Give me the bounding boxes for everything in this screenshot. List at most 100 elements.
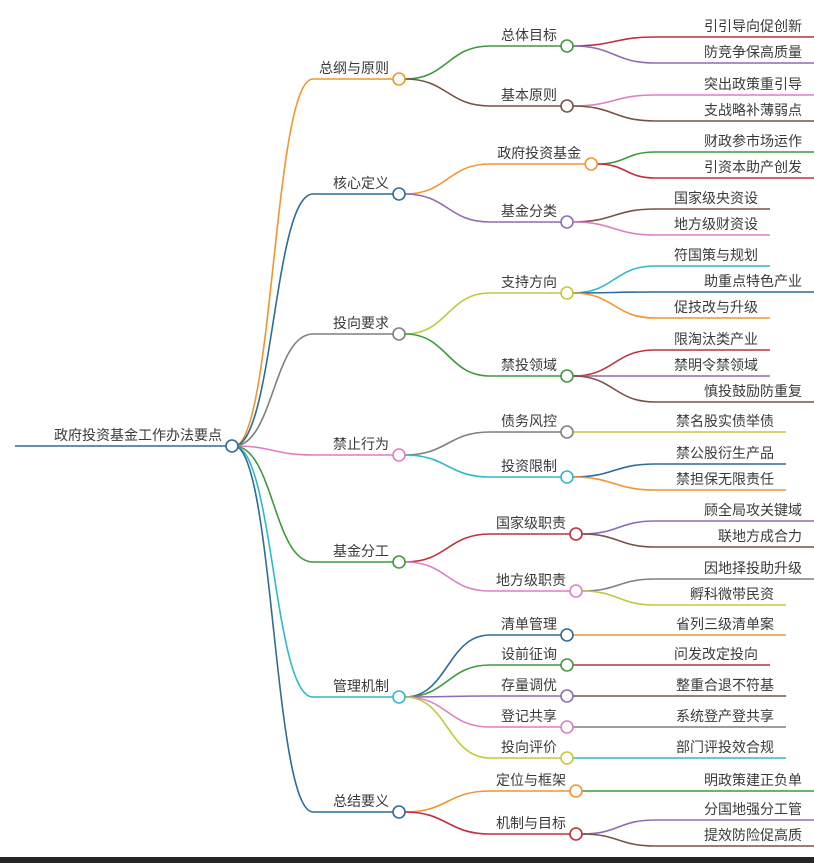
leaf-node[interactable]: 顾全局攻关键域 — [704, 502, 802, 519]
topic-toggle-circle[interactable] — [560, 369, 574, 383]
root-toggle-circle[interactable] — [225, 439, 239, 453]
topic-node[interactable]: 投资限制 — [501, 459, 574, 484]
topic-link — [404, 533, 491, 563]
topic-node[interactable]: 支持方向 — [501, 275, 574, 300]
topic-toggle-circle[interactable] — [560, 99, 574, 113]
leaf-node[interactable]: 因地择投助升级 — [704, 561, 802, 577]
leaf-node[interactable]: 提效防险促高质 — [704, 827, 802, 844]
leaf-link — [597, 163, 656, 179]
branch-toggle-circle[interactable] — [392, 555, 406, 569]
topic-toggle-circle[interactable] — [560, 286, 574, 300]
topic-toggle-circle[interactable] — [560, 39, 574, 53]
leaf-node[interactable]: 明政策建正负单 — [704, 772, 802, 789]
leaf-node[interactable]: 助重点特色产业 — [704, 273, 802, 290]
leaf-node[interactable]: 整重合退不符基 — [676, 677, 774, 694]
leaf-link — [572, 36, 656, 47]
topic-label: 基本原则 — [501, 87, 557, 104]
topic-toggle-circle[interactable] — [560, 751, 574, 765]
topic-node[interactable]: 定位与框架 — [496, 773, 583, 798]
topic-node[interactable]: 基金分类 — [501, 203, 574, 229]
topic-toggle-circle[interactable] — [560, 720, 574, 734]
topic-link — [404, 696, 491, 728]
topic-node[interactable]: 禁投领域 — [501, 358, 574, 383]
branch-node[interactable]: 禁止行为 — [333, 437, 406, 462]
topic-node[interactable]: 基本原则 — [501, 87, 574, 113]
leaf-node[interactable]: 突出政策重引导 — [704, 76, 802, 93]
topic-toggle-circle[interactable] — [560, 628, 574, 642]
leaf-link — [572, 476, 656, 491]
branch-node[interactable]: 管理机制 — [333, 679, 406, 704]
topic-toggle-circle[interactable] — [560, 425, 574, 439]
topic-node[interactable]: 债务风控 — [501, 414, 574, 439]
topic-toggle-circle[interactable] — [569, 784, 583, 798]
topic-node[interactable]: 存量调优 — [501, 678, 574, 703]
leaf-link — [581, 833, 656, 847]
branch-toggle-circle[interactable] — [392, 72, 406, 86]
branch-label: 核心定义 — [333, 176, 389, 192]
branch-node[interactable]: 核心定义 — [333, 176, 406, 201]
leaf-label: 联地方成合力 — [718, 529, 802, 545]
topic-toggle-circle[interactable] — [569, 527, 583, 541]
topic-node[interactable]: 总体目标 — [501, 28, 574, 53]
leaf-node[interactable]: 问发改定投向 — [674, 647, 758, 663]
topic-toggle-circle[interactable] — [569, 584, 583, 598]
leaf-node[interactable]: 符国策与规划 — [674, 247, 758, 264]
leaf-node[interactable]: 孵科微带民资 — [690, 587, 774, 603]
leaf-label: 国家级央资设 — [674, 190, 758, 207]
leaf-node[interactable]: 省列三级清单案 — [676, 616, 774, 633]
topic-label: 债务风控 — [501, 414, 557, 430]
topic-label: 定位与框架 — [496, 773, 566, 789]
leaf-node[interactable]: 引引导向促创新 — [704, 19, 802, 35]
leaf-node[interactable]: 限淘汰类产业 — [674, 332, 758, 348]
leaf-node[interactable]: 防竞争保高质量 — [704, 44, 802, 61]
branch-toggle-circle[interactable] — [392, 187, 406, 201]
topic-toggle-circle[interactable] — [560, 215, 574, 229]
branch-node[interactable]: 总结要义 — [333, 794, 406, 819]
leaf-node[interactable]: 联地方成合力 — [718, 529, 802, 545]
topic-node[interactable]: 国家级职责 — [496, 515, 583, 541]
leaf-node[interactable]: 支战略补薄弱点 — [704, 103, 802, 119]
topic-label: 禁投领域 — [501, 358, 557, 374]
topic-toggle-circle[interactable] — [584, 157, 599, 171]
topic-node[interactable]: 机制与目标 — [496, 816, 583, 841]
leaf-link — [572, 463, 656, 478]
branch-toggle-circle[interactable] — [392, 327, 406, 341]
leaf-node[interactable]: 国家级央资设 — [674, 190, 758, 207]
leaf-node[interactable]: 系统登产登共享 — [676, 708, 774, 725]
topic-link — [404, 431, 491, 456]
leaf-label: 突出政策重引导 — [704, 76, 802, 93]
leaf-label: 引引导向促创新 — [704, 19, 802, 35]
topic-node[interactable]: 政府投资基金 — [497, 145, 599, 171]
leaf-node[interactable]: 慎投鼓励防重复 — [704, 383, 802, 400]
branch-toggle-circle[interactable] — [392, 805, 406, 819]
branch-node[interactable]: 基金分工 — [333, 543, 406, 569]
leaf-label: 整重合退不符基 — [676, 677, 774, 694]
leaf-node[interactable]: 禁明令禁领域 — [674, 358, 758, 374]
leaf-node[interactable]: 财政参市场运作 — [704, 133, 802, 150]
topic-node[interactable]: 地方级职责 — [496, 573, 583, 598]
topic-link — [404, 78, 491, 107]
topic-node[interactable]: 登记共享 — [501, 708, 574, 734]
leaf-node[interactable]: 部门评投效合规 — [676, 740, 774, 756]
topic-toggle-circle[interactable] — [560, 658, 574, 672]
leaf-node[interactable]: 引资本助产创发 — [704, 160, 802, 176]
topic-toggle-circle[interactable] — [569, 827, 583, 841]
branch-toggle-circle[interactable] — [392, 448, 406, 462]
leaf-node[interactable]: 地方级财资设 — [674, 217, 758, 233]
leaf-node[interactable]: 促技改与升级 — [674, 300, 758, 316]
leaf-node[interactable]: 禁名股实债举债 — [676, 414, 774, 430]
branch-toggle-circle[interactable] — [392, 690, 406, 704]
topic-node[interactable]: 设前征询 — [501, 646, 574, 672]
leaf-label: 禁明令禁领域 — [674, 358, 758, 374]
leaf-label: 系统登产登共享 — [676, 708, 774, 725]
root-node[interactable]: 政府投资基金工作办法要点 — [15, 427, 239, 453]
topic-toggle-circle[interactable] — [560, 689, 574, 703]
leaf-node[interactable]: 禁公股衍生产品 — [676, 446, 774, 462]
topic-node[interactable]: 清单管理 — [501, 617, 574, 642]
branch-node[interactable]: 投向要求 — [333, 316, 406, 341]
topic-toggle-circle[interactable] — [560, 470, 574, 484]
branch-node[interactable]: 总纲与原则 — [319, 61, 406, 86]
leaf-node[interactable]: 禁担保无限责任 — [676, 472, 774, 488]
topic-node[interactable]: 投向评价 — [501, 740, 574, 765]
leaf-node[interactable]: 分国地强分工管 — [704, 802, 802, 818]
